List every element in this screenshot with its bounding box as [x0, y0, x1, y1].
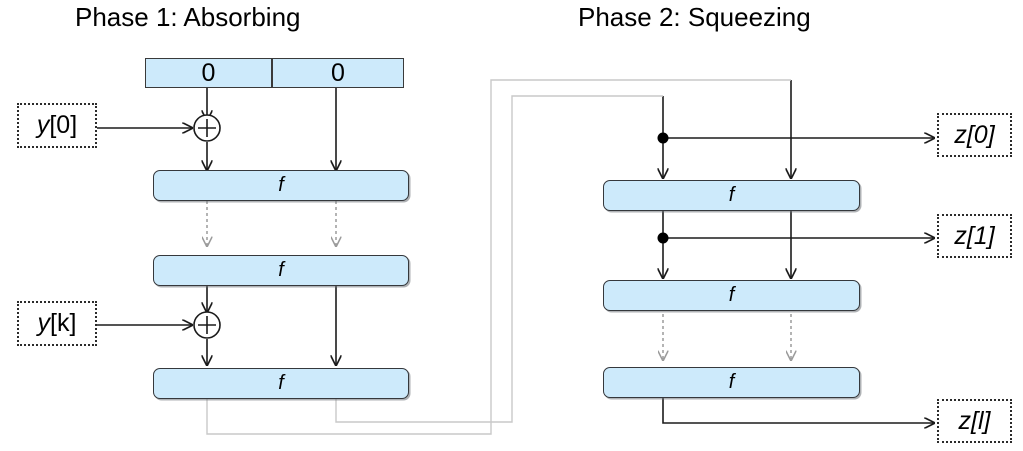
input-yk-index: [k]	[50, 309, 77, 337]
phase1-title: Phase 1: Absorbing	[75, 2, 301, 32]
output-z1-index: [1]	[966, 221, 995, 250]
output-box-z0: z[0]	[937, 113, 1012, 157]
xor-node-1	[193, 311, 221, 339]
output-zl-var: z	[958, 406, 972, 435]
phase2-f-label-1: f	[728, 284, 735, 306]
output-z1-var: z	[954, 221, 967, 250]
input-box-y0: y[0]	[17, 103, 97, 148]
phase2-f-block-1: f	[603, 280, 860, 311]
phase1-f-block-0: f	[153, 170, 409, 201]
tap-node-0	[657, 132, 669, 144]
phase1-f-label-2: f	[278, 372, 284, 394]
phase2-f-label-0: f	[728, 184, 735, 206]
output-box-z1: z[1]	[937, 214, 1012, 258]
xor-node-0	[193, 114, 221, 142]
phase1-f-label-1: f	[278, 259, 284, 281]
wire-feedback-rate	[206, 79, 791, 435]
wire-p2f3-to-zl	[662, 398, 934, 423]
input-box-yk: y[k]	[17, 301, 97, 346]
output-zl-index: [l]	[971, 406, 991, 435]
phase2-f-label-2: f	[728, 371, 735, 393]
phase1-f-block-1: f	[153, 255, 409, 286]
state-bar-rate-cell: 0	[145, 58, 272, 88]
state-bar-capacity-cell: 0	[272, 58, 404, 88]
phase1-f-block-2: f	[153, 368, 409, 399]
wire-feedback-capacity	[335, 95, 663, 423]
phase2-title: Phase 2: Squeezing	[578, 2, 811, 32]
phase2-f-block-0: f	[603, 180, 860, 211]
input-y0-var: y	[36, 111, 50, 139]
output-z0-index: [0]	[966, 120, 995, 149]
xor-symbols	[193, 114, 221, 339]
input-y0-index: [0]	[49, 111, 78, 139]
input-yk-var: y	[37, 309, 51, 337]
junction-dots	[657, 132, 669, 244]
phase1-f-label-0: f	[278, 174, 284, 196]
tap-node-1	[657, 232, 669, 244]
output-z0-var: z	[954, 120, 967, 149]
state-bar-rate-value: 0	[201, 58, 216, 87]
state-bar-capacity-value: 0	[331, 58, 345, 87]
phase2-f-block-2: f	[603, 367, 860, 398]
output-box-zl: z[l]	[937, 399, 1012, 443]
